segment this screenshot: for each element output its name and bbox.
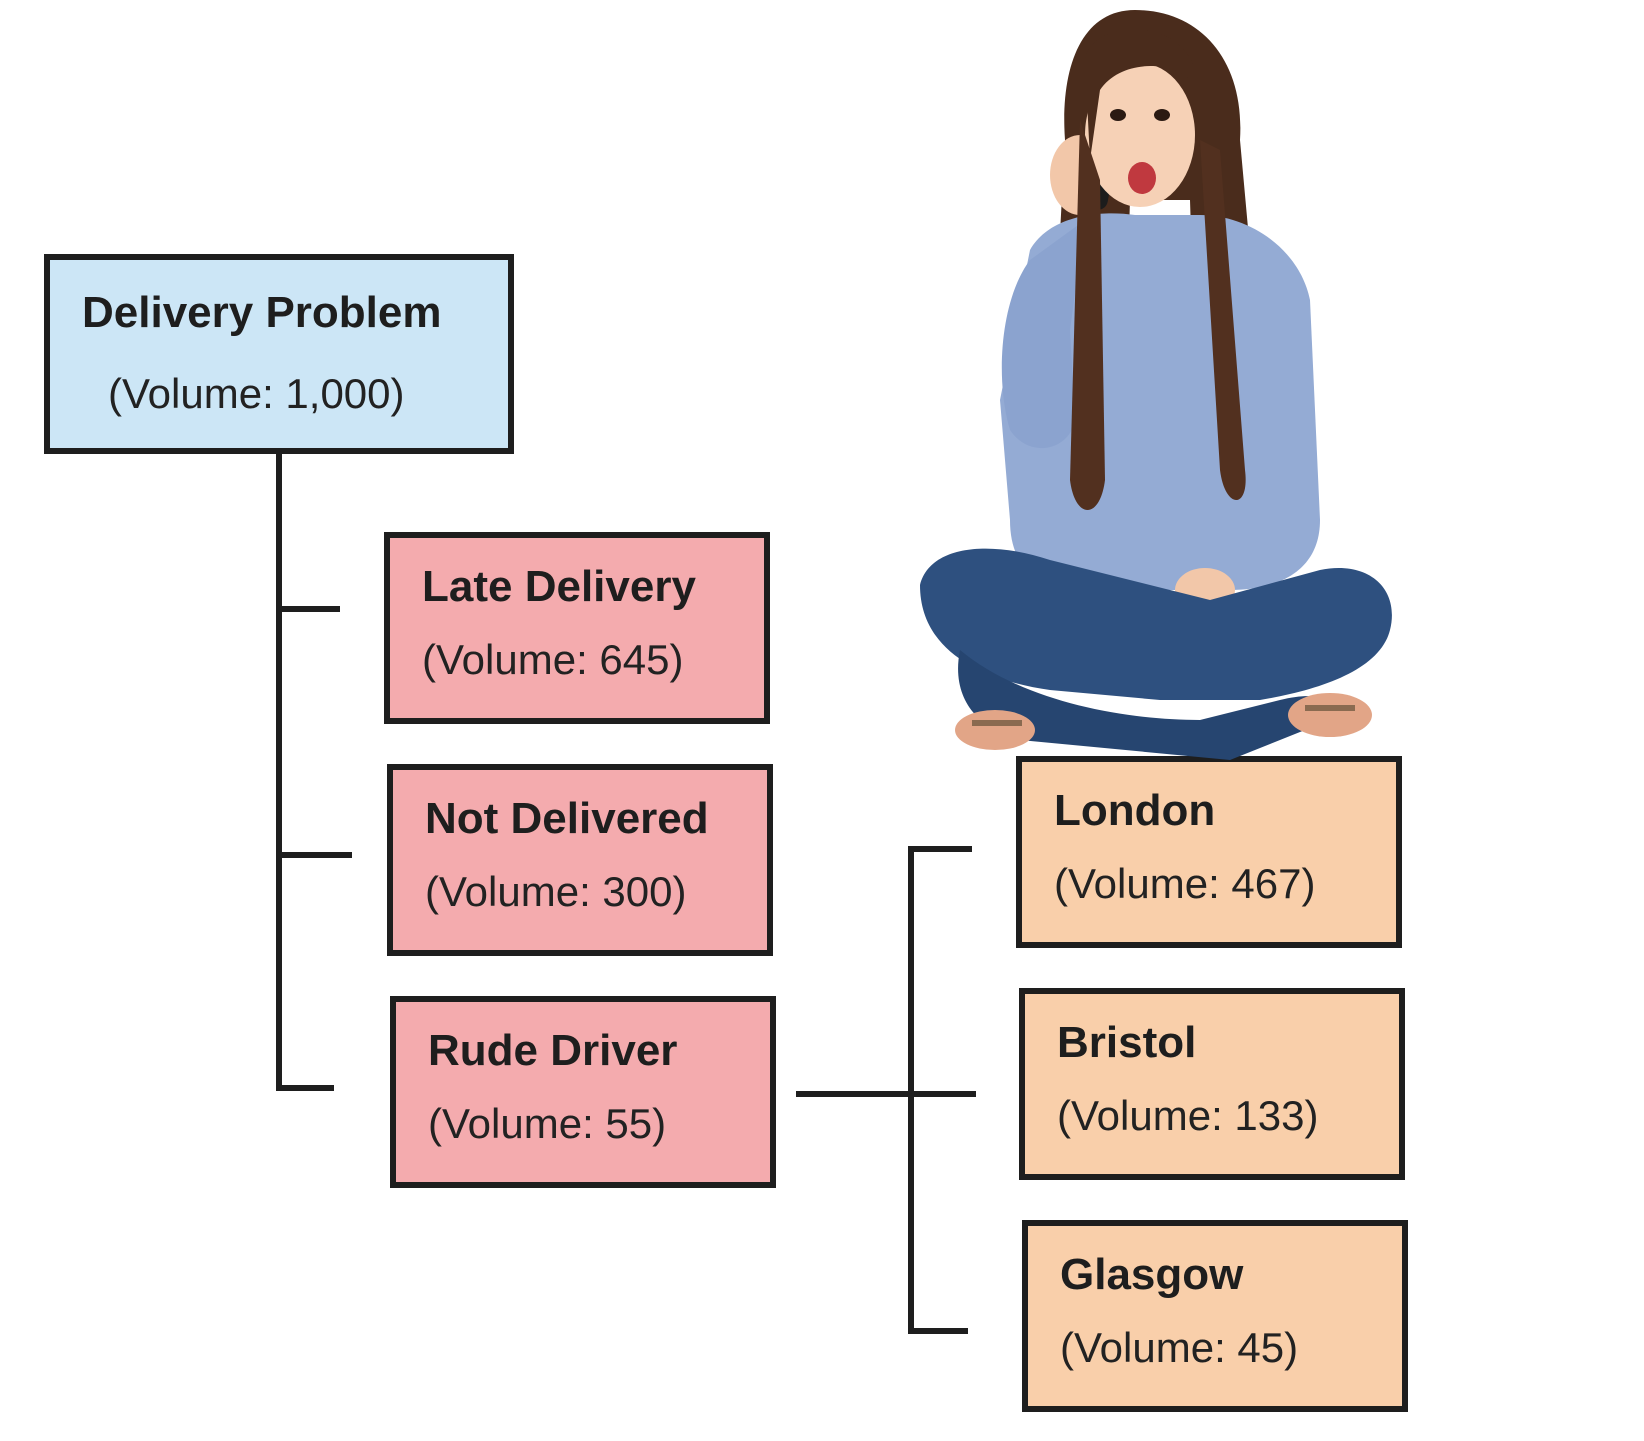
- connector-cities-trunk: [908, 846, 914, 1334]
- connector-late-delivery: [276, 606, 340, 612]
- connector-rude-driver-out: [796, 1091, 976, 1097]
- node-volume: (Volume: 55): [428, 1100, 667, 1147]
- node-delivery-problem: Delivery Problem (Volume: 1,000): [44, 254, 514, 454]
- connector-glasgow: [908, 1328, 968, 1334]
- node-title: Bristol: [1057, 1018, 1197, 1067]
- node-title: London: [1054, 786, 1216, 835]
- connector-root-trunk: [276, 454, 282, 1090]
- node-rude-driver: Rude Driver (Volume: 55): [390, 996, 776, 1188]
- node-title: Late Delivery: [422, 562, 696, 611]
- node-not-delivered: Not Delivered (Volume: 300): [387, 764, 773, 956]
- node-title: Glasgow: [1060, 1250, 1244, 1299]
- person-on-phone-image: [920, 10, 1392, 760]
- node-volume: (Volume: 467): [1054, 860, 1316, 907]
- node-volume: (Volume: 1,000): [108, 370, 405, 417]
- node-bristol: Bristol (Volume: 133): [1019, 988, 1405, 1180]
- node-title: Rude Driver: [428, 1026, 678, 1075]
- node-volume: (Volume: 645): [422, 636, 684, 683]
- node-title: Delivery Problem: [82, 288, 442, 337]
- connector-not-delivered: [276, 852, 352, 858]
- connector-london: [908, 846, 972, 852]
- node-glasgow: Glasgow (Volume: 45): [1022, 1220, 1408, 1412]
- node-volume: (Volume: 300): [425, 868, 687, 915]
- connector-rude-driver: [276, 1085, 334, 1091]
- node-london: London (Volume: 467): [1016, 756, 1402, 948]
- node-volume: (Volume: 45): [1060, 1324, 1299, 1371]
- node-late-delivery: Late Delivery (Volume: 645): [384, 532, 770, 724]
- node-volume: (Volume: 133): [1057, 1092, 1319, 1139]
- node-title: Not Delivered: [425, 794, 709, 843]
